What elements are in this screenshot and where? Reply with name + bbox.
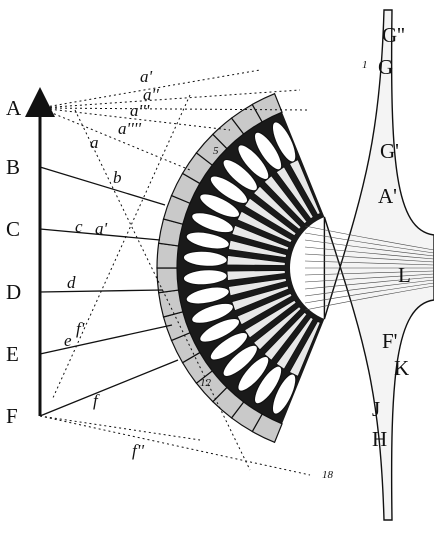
optic-nerve	[305, 10, 434, 520]
ray-label: c	[75, 217, 83, 236]
structure-label: K	[394, 356, 409, 380]
ray-label: f	[93, 391, 100, 410]
structure-label: J	[372, 397, 380, 421]
ray-label: e	[64, 331, 72, 350]
ray-dotted	[40, 108, 190, 170]
ray-line	[40, 325, 172, 354]
axis-label-d: D	[6, 280, 21, 304]
ray-label: a''''	[118, 119, 141, 138]
facet	[157, 243, 178, 268]
ray-label: a'	[95, 219, 108, 238]
axis-label-e: E	[6, 342, 19, 366]
axis-label-b: B	[6, 155, 20, 179]
structure-label: H	[372, 427, 387, 451]
ray-line	[40, 167, 165, 205]
facet-number: 1	[362, 59, 368, 71]
ray-line	[40, 360, 178, 416]
ray-label: a'	[140, 67, 153, 86]
axis-label-a: A	[6, 96, 22, 120]
structure-label: G	[378, 55, 393, 79]
facet	[157, 268, 178, 293]
facet	[159, 290, 183, 317]
structure-label: G'	[380, 139, 399, 163]
facet-number: 5	[213, 145, 219, 157]
ray-dotted	[40, 416, 200, 440]
axis-label-c: C	[6, 217, 20, 241]
ray-label: f''	[132, 441, 144, 460]
structure-label: A'	[378, 184, 397, 208]
structure-label: G''	[382, 23, 405, 47]
structure-label: F'	[382, 329, 397, 353]
facet-number: 12	[200, 377, 212, 389]
facet-number: 18	[322, 469, 334, 481]
ray-label: d	[67, 273, 76, 292]
structure-label: L	[398, 263, 411, 287]
ray-label: a	[90, 133, 99, 152]
ray-label: a'''	[130, 101, 150, 120]
ray-label: b	[113, 168, 122, 187]
ray-label: f'	[76, 319, 85, 338]
axis-label-f: F	[6, 404, 18, 428]
